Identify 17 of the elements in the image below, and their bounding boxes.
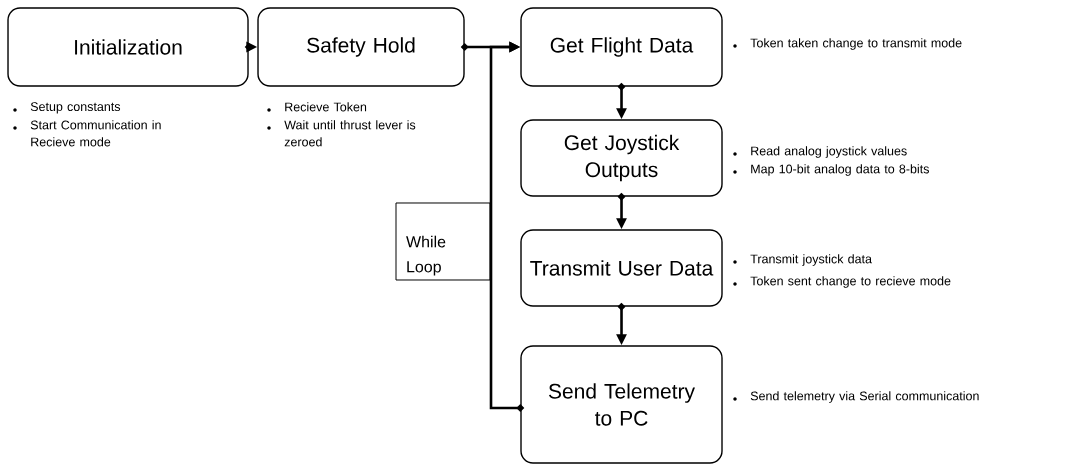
bullet-item: Token taken change to transmit mode [733, 38, 962, 50]
bullet-item: Transmit joystick data [733, 254, 872, 266]
process-box: Send Telemetry to PC [520, 345, 723, 464]
process-box: Transmit User Data [520, 229, 723, 307]
process-box: Get Flight Data [520, 7, 723, 87]
bullet-item: Start Communication in Recieve mode [13, 120, 161, 147]
process-box: Safety Hold [257, 7, 465, 87]
process-box: Get Joystick Outputs [520, 119, 723, 197]
loop-label-box: While Loop [395, 202, 491, 281]
bullet-item: Setup constants [13, 102, 121, 114]
process-box: Initialization [7, 7, 249, 87]
bullet-item: Read analog joystick values [733, 146, 907, 158]
bullet-item: Recieve Token [267, 102, 367, 112]
bullet-item: Token sent change to recieve mode [733, 276, 951, 288]
bullet-item: Wait until thrust lever is zeroed [267, 120, 416, 147]
bullet-item: Map 10-bit analog data to 8-bits [733, 164, 929, 176]
bullet-item: Send telemetry via Serial communication [733, 391, 979, 403]
